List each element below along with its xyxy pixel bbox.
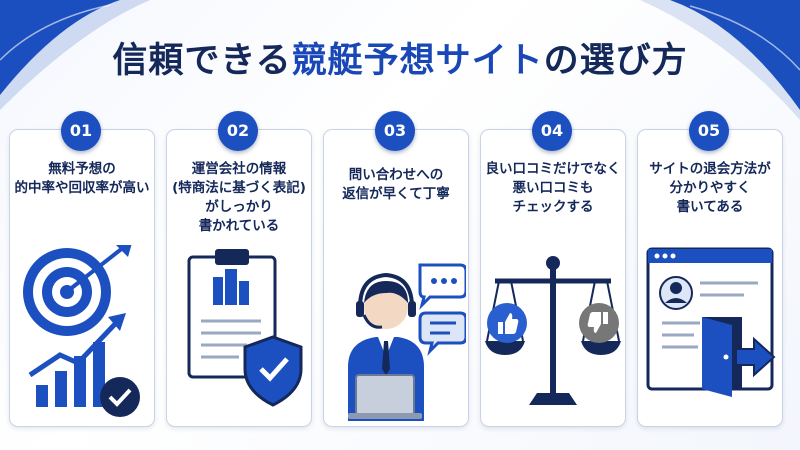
tip-card-4-line-1: 良い口コミだけでなく [485,161,621,177]
target-growth-chart-icon [23,245,140,417]
tip-card-2-line-2: (特商法に基づく表記) [172,180,306,196]
tip-card-1-number-badge: 01 [61,111,101,151]
page-title: 信頼できる競艇予想サイトの選び方 [0,32,800,83]
title-part-2: 競艇予想サイト [291,41,544,81]
tip-card-1-line-2: 的中率や回収率が高い [14,180,150,196]
exit-door-icon [646,247,776,397]
tip-card-5: サイトの退会方法が 分かりやすく 書いてある [637,129,783,427]
tip-card-5-number-badge: 05 [689,111,729,151]
tip-card-4-text: 良い口コミだけでなく 悪い口コミも チェックする [485,160,621,217]
tip-card-2-text: 運営会社の情報 (特商法に基づく表記) がしっかり 書かれている [171,160,307,236]
tip-card-5-line-3: 書いてある [676,199,744,215]
support-operator-icon [348,263,466,421]
clipboard-shield-icon [187,249,303,407]
tip-card-3-line-2: 返信が早くて丁寧 [342,186,450,202]
tip-card-2-number-badge: 02 [218,111,258,151]
tip-card-3-text: 問い合わせへの 返信が早くて丁寧 [328,166,464,204]
tip-card-4-number-badge: 04 [532,111,572,151]
tip-card-2-line-3: がしっかり [205,199,273,215]
tip-card-1-line-1: 無料予想の [48,161,116,177]
tip-card-2: 運営会社の情報 (特商法に基づく表記) がしっかり 書かれている [166,129,312,427]
tip-card-1-text: 無料予想の 的中率や回収率が高い [14,160,150,198]
tip-card-3-line-1: 問い合わせへの [348,167,444,183]
title-part-1: 信頼できる [112,41,292,81]
tip-card-5-line-1: サイトの退会方法が [649,161,771,177]
tip-card-5-text: サイトの退会方法が 分かりやすく 書いてある [642,160,778,217]
tip-card-3: 問い合わせへの 返信が早くて丁寧 [323,129,469,427]
title-part-3: の選び方 [543,41,688,81]
balance-scale-icon [485,256,621,405]
tip-card-2-line-4: 書かれている [198,218,280,234]
tip-card-4: 良い口コミだけでなく 悪い口コミも チェックする [480,129,626,427]
tip-card-4-line-2: 悪い口コミも [512,180,594,196]
tip-card-5-line-2: 分かりやすく [669,180,751,196]
tip-card-3-number-badge: 03 [375,111,415,151]
tip-card-2-line-1: 運営会社の情報 [191,161,287,177]
tip-card-1: 無料予想の 的中率や回収率が高い [9,129,155,427]
tip-card-4-line-3: チェックする [512,199,594,215]
